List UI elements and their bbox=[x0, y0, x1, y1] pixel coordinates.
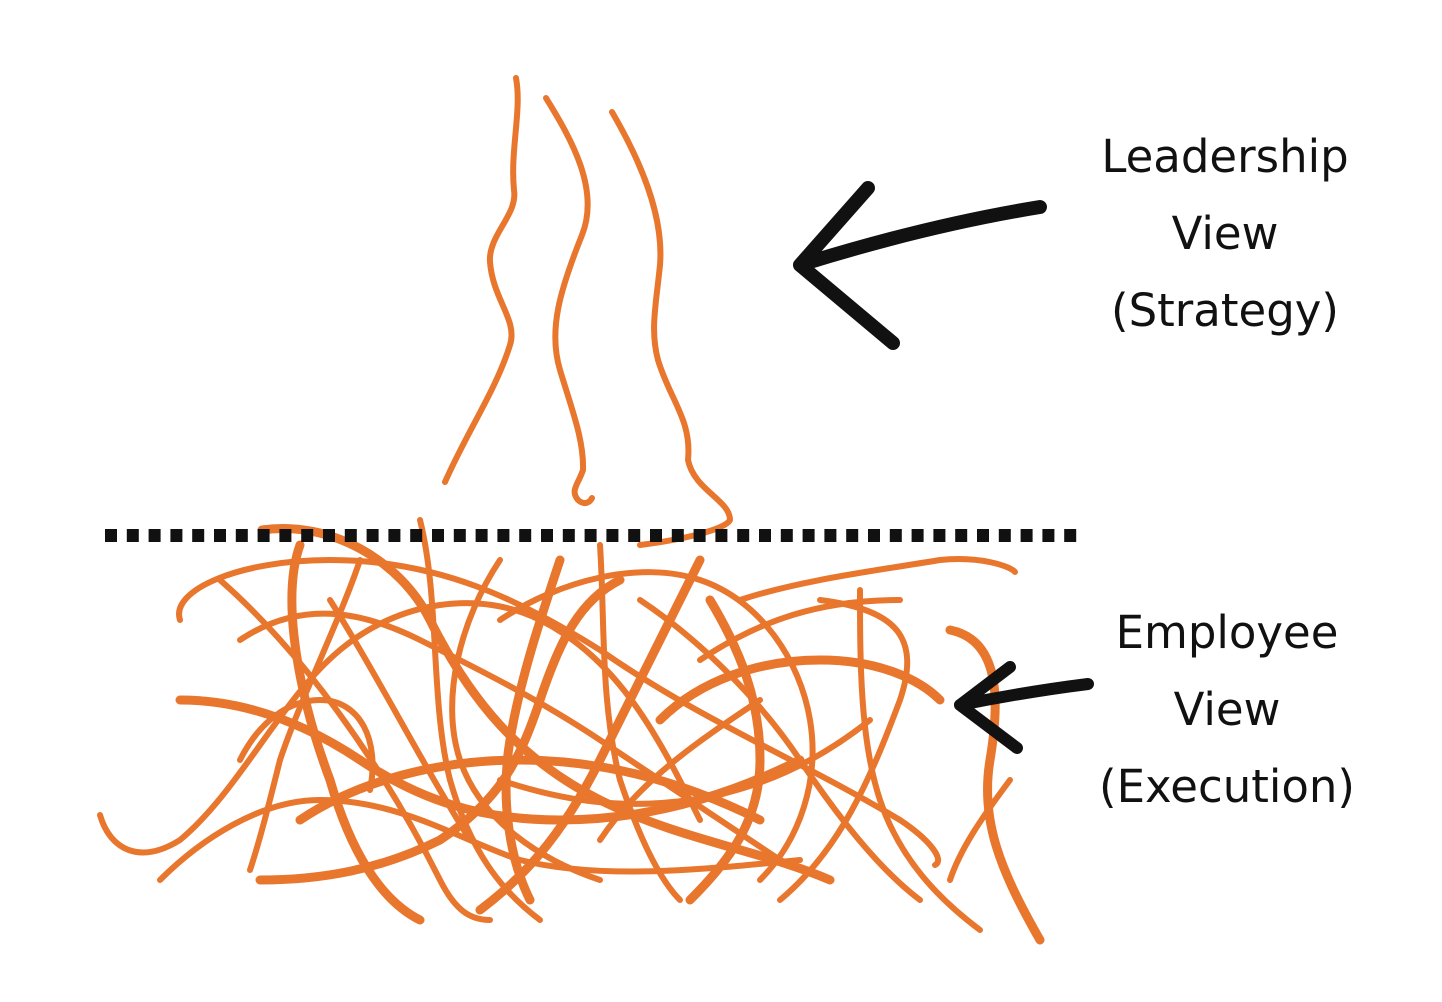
divider-dash bbox=[737, 529, 750, 542]
employee-label-line1: Employee bbox=[1115, 606, 1339, 659]
leadership-label-line2: View bbox=[1171, 207, 1279, 260]
employee-strand bbox=[257, 524, 835, 885]
divider-dash bbox=[519, 529, 532, 542]
divider-dash bbox=[257, 529, 270, 542]
divider-dash bbox=[693, 529, 706, 542]
divider-dash bbox=[606, 529, 619, 542]
divider-dash bbox=[148, 529, 161, 542]
employee-strand bbox=[685, 595, 765, 905]
divider-dash bbox=[214, 529, 226, 542]
divider-dash bbox=[410, 529, 423, 542]
divider-dash bbox=[650, 529, 662, 542]
leadership-strand bbox=[442, 75, 521, 485]
divider-dash bbox=[977, 529, 989, 542]
employee-label-line3: (Execution) bbox=[1099, 760, 1355, 813]
employee-strand bbox=[176, 557, 942, 868]
divider-dash bbox=[759, 529, 771, 542]
leadership-label-line1: Leadership bbox=[1101, 130, 1349, 183]
employee-strand bbox=[97, 600, 703, 856]
divider-dash bbox=[1042, 529, 1055, 542]
employee-strand bbox=[295, 755, 765, 825]
employee-strand bbox=[217, 577, 493, 923]
divider-dash bbox=[1064, 529, 1077, 542]
leadership-label-line3: (Strategy) bbox=[1111, 284, 1339, 337]
divider-dash bbox=[802, 529, 815, 542]
divider-dash bbox=[628, 529, 641, 542]
employee-strand bbox=[777, 597, 911, 903]
divider-dash bbox=[432, 529, 444, 542]
divider-dash bbox=[192, 529, 205, 542]
divider-dash bbox=[344, 529, 357, 542]
divider-dash bbox=[824, 529, 837, 542]
divider-dash bbox=[846, 529, 859, 542]
leadership-strands bbox=[442, 75, 733, 548]
divider-dash bbox=[868, 529, 880, 542]
divider-dash bbox=[562, 529, 575, 542]
divider-dash bbox=[126, 529, 139, 542]
divider-dash bbox=[671, 529, 684, 542]
divider-dash bbox=[998, 529, 1011, 542]
divider-dash bbox=[541, 529, 553, 542]
divider-dash bbox=[301, 529, 314, 542]
divider-dash bbox=[933, 529, 946, 542]
employee-label-line2: View bbox=[1173, 683, 1281, 736]
divider-dash bbox=[911, 529, 924, 542]
employee-strand bbox=[697, 597, 1013, 883]
divider-dash bbox=[388, 529, 401, 542]
employee-strand bbox=[327, 597, 763, 843]
divider-dash bbox=[235, 529, 248, 542]
employee-strand bbox=[449, 557, 603, 883]
divider-dash bbox=[170, 529, 183, 542]
leadership-arrow-icon bbox=[793, 181, 1047, 350]
divider-dash bbox=[105, 529, 117, 542]
divider-dash bbox=[1020, 529, 1033, 542]
employee-strand bbox=[237, 697, 376, 793]
dotted-divider-line bbox=[105, 529, 1077, 542]
employee-strand bbox=[497, 569, 816, 883]
divider-dash bbox=[323, 529, 335, 542]
employee-strand bbox=[857, 587, 983, 933]
divider-dash bbox=[889, 529, 902, 542]
employee-strand bbox=[501, 555, 565, 905]
employee-strand bbox=[945, 625, 1045, 945]
employee-strand bbox=[637, 597, 923, 903]
divider-dash bbox=[279, 529, 292, 542]
leadership-view-label: Leadership View (Strategy) bbox=[1075, 118, 1375, 349]
employee-tangle bbox=[97, 517, 1045, 945]
employee-arrow-icon bbox=[954, 661, 1094, 754]
employee-strand bbox=[497, 717, 873, 807]
divider-dash bbox=[715, 529, 728, 542]
employee-strand bbox=[655, 655, 945, 725]
divider-dash bbox=[955, 529, 968, 542]
divider-dash bbox=[475, 529, 488, 542]
employee-strand bbox=[417, 517, 543, 923]
divider-dash bbox=[584, 529, 597, 542]
employee-strand bbox=[287, 540, 425, 925]
divider-dash bbox=[453, 529, 466, 542]
employee-view-label: Employee View (Execution) bbox=[1077, 594, 1377, 825]
divider-dash bbox=[366, 529, 379, 542]
divider-dash bbox=[780, 529, 793, 542]
leadership-strand bbox=[609, 109, 733, 548]
divider-dash bbox=[497, 529, 510, 542]
leadership-strand bbox=[543, 95, 595, 507]
employee-strand bbox=[737, 556, 1018, 603]
